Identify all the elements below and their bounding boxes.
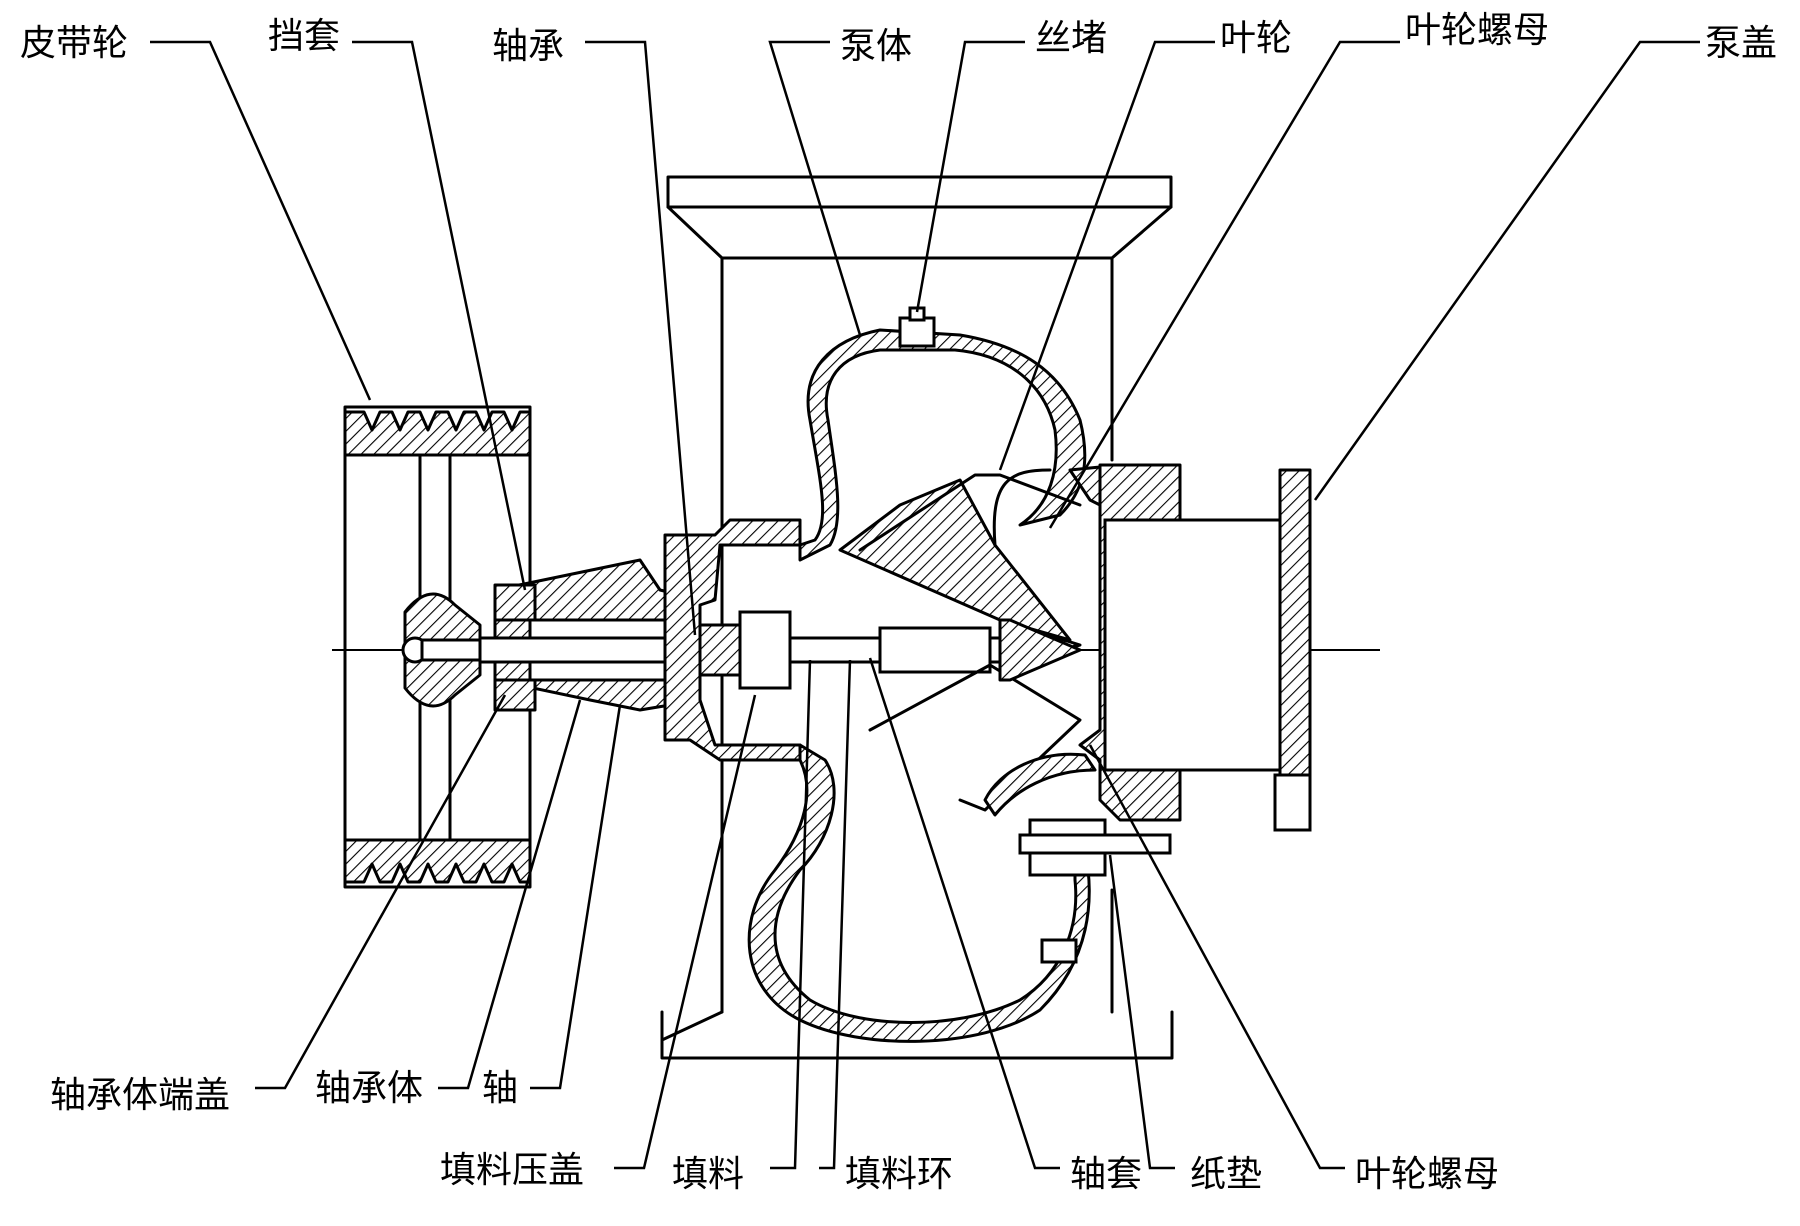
label-gland: 填料压盖 [440,1150,584,1191]
label-impeller-nut-top: 叶轮螺母 [1405,10,1549,51]
label-plug: 丝堵 [1035,18,1107,59]
label-shaft-sleeve: 轴套 [1070,1154,1142,1195]
label-paper-gasket: 纸垫 [1190,1154,1262,1195]
label-pump-body: 泵体 [840,26,912,67]
label-bearing-end-cover: 轴承体端盖 [50,1075,230,1116]
label-shaft: 轴 [482,1068,518,1109]
label-packing-ring: 填料环 [845,1154,953,1195]
impeller-nut [998,618,1082,682]
pump-frame [660,175,1174,1060]
label-bearing-body: 轴承体 [315,1068,423,1109]
label-bearing: 轴承 [492,26,564,67]
label-pulley: 皮带轮 [20,23,128,64]
pulley [343,405,532,889]
label-stop-sleeve: 挡套 [268,16,340,57]
label-packing: 填料 [672,1154,744,1195]
pump-volute [747,306,1091,1043]
label-impeller: 叶轮 [1220,18,1292,59]
labels: 皮带轮 挡套 轴承 泵体 丝堵 叶轮 叶轮螺母 泵盖 轴承体端盖 轴承体 轴 填… [20,10,1777,1195]
label-impeller-nut-bottom: 叶轮螺母 [1355,1154,1499,1195]
leader-lines [150,40,1700,1170]
label-pump-cover: 泵盖 [1705,23,1777,64]
pump-cover [1018,463,1312,877]
stuffing-box [663,518,802,762]
